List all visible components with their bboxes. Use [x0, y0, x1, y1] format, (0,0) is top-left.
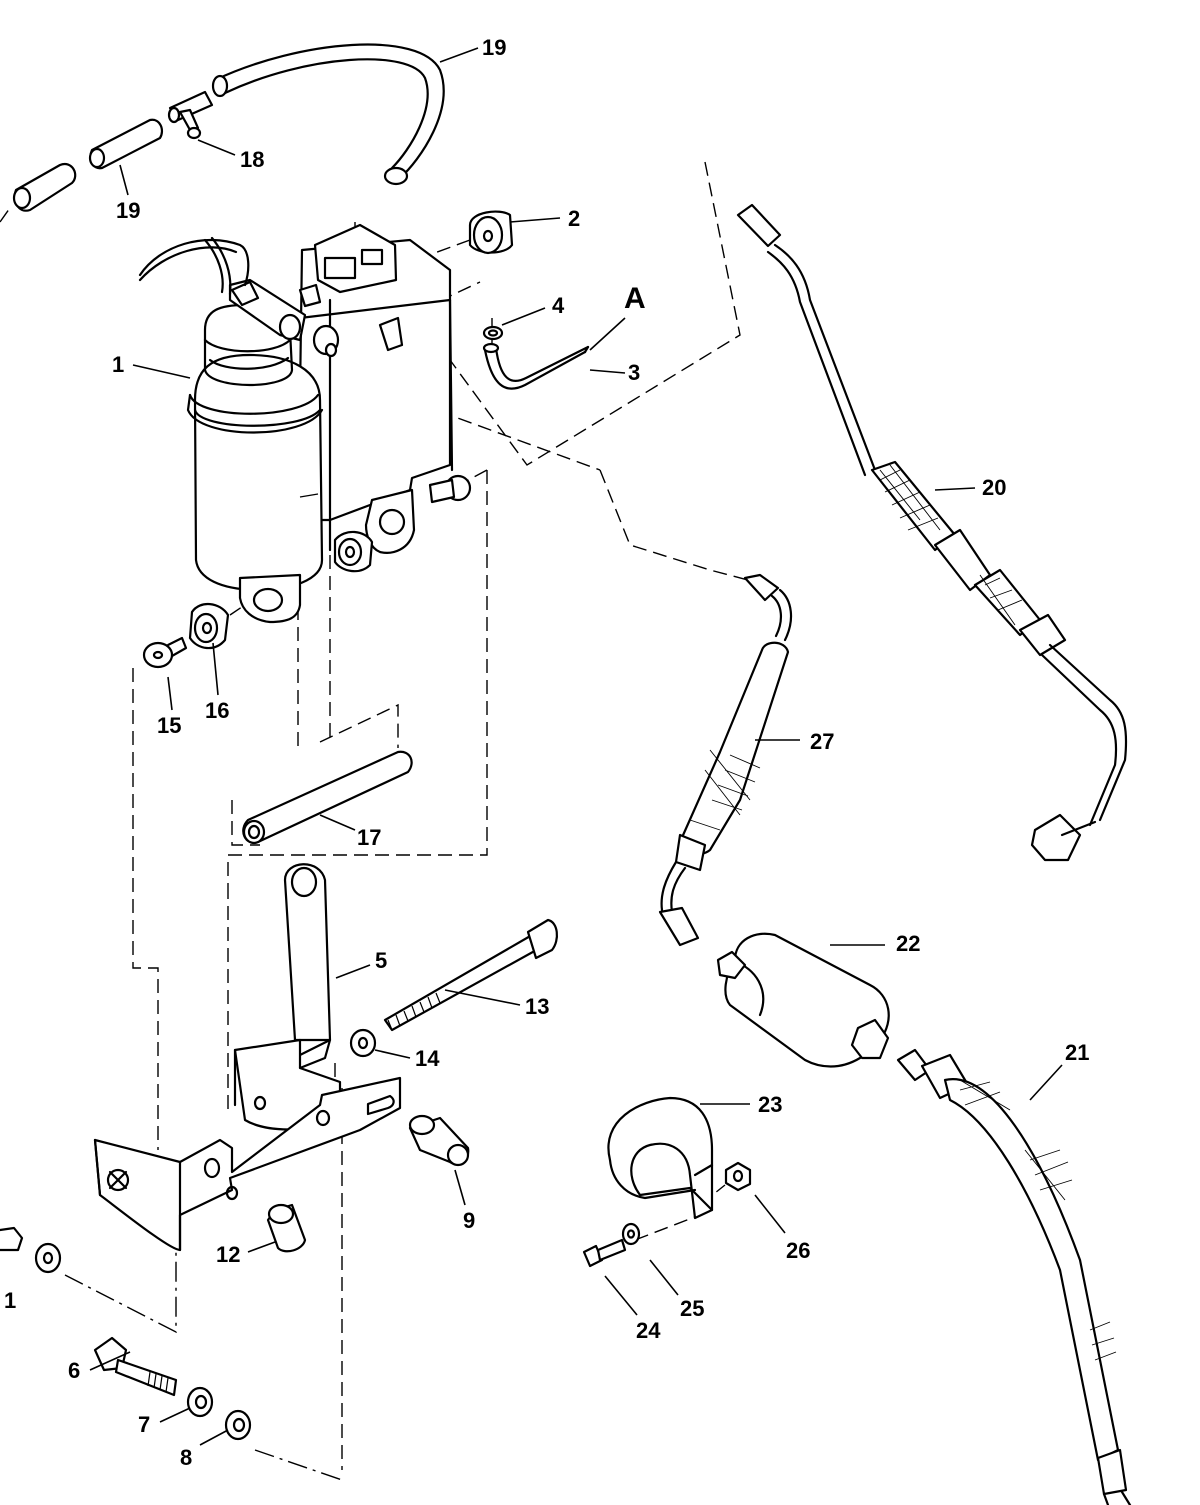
fuel-line-part-27	[658, 573, 793, 947]
grommet-near-box	[333, 530, 374, 573]
callout-1-lower-left: 1	[4, 1288, 16, 1313]
grommet-part-16	[188, 603, 230, 650]
fuel-cooling-module	[138, 223, 454, 624]
washer-bolt-near-box	[428, 474, 472, 504]
hose-part-19-lower	[12, 118, 164, 212]
washer-part-14	[349, 1028, 377, 1058]
callout-20: 20	[982, 475, 1006, 500]
callout-4: 4	[552, 293, 565, 318]
callout-25: 25	[680, 1296, 704, 1321]
callout-21: 21	[1065, 1040, 1089, 1065]
callout-8: 8	[180, 1445, 192, 1470]
callout-19-left: 19	[116, 198, 140, 223]
screw-part-24	[582, 1238, 627, 1268]
callout-19-top: 19	[482, 35, 506, 60]
callout-26: 26	[786, 1238, 810, 1263]
spacer-part-9	[408, 1114, 470, 1167]
callout-5: 5	[375, 948, 387, 973]
fuel-filter-part-22	[716, 932, 890, 1068]
callout-6: 6	[68, 1358, 80, 1383]
mounting-plate	[93, 1076, 402, 1252]
nut-part-26	[724, 1161, 752, 1192]
washer-part-8	[224, 1409, 252, 1441]
callout-1: 1	[112, 352, 124, 377]
bolt-part-6	[93, 1336, 178, 1397]
fuel-line-part-20	[736, 203, 1128, 862]
spacer-part-12	[266, 1203, 307, 1253]
callout-23: 23	[758, 1092, 782, 1117]
clamp-part-23	[607, 1096, 714, 1220]
bolt-part-15	[142, 636, 188, 669]
callout-27: 27	[810, 729, 834, 754]
clip-part-4	[482, 325, 504, 341]
callout-7: 7	[138, 1412, 150, 1437]
callout-15: 15	[157, 713, 181, 738]
hose-part-19-upper	[211, 43, 445, 186]
washer-left	[0, 1226, 62, 1274]
callout-3: 3	[628, 360, 640, 385]
detail-marker-a: A	[624, 282, 646, 315]
lockwasher-part-7	[186, 1386, 214, 1418]
bolt-part-13	[383, 918, 558, 1032]
leader-lines	[89, 47, 1063, 1446]
callout-17: 17	[357, 825, 381, 850]
callout-13: 13	[525, 994, 549, 1019]
callout-22: 22	[896, 931, 920, 956]
bracket-part-5	[233, 863, 342, 1131]
callout-9: 9	[463, 1208, 475, 1233]
callout-labels: 1 1 2 3 4 5 6 7 8 9 12 13 14 15 16 17 18…	[4, 35, 1089, 1470]
spacer-tube-part-17	[242, 750, 413, 845]
tee-fitting-part-18	[167, 90, 214, 140]
callout-2: 2	[568, 206, 580, 231]
callout-18: 18	[240, 147, 264, 172]
callout-12: 12	[216, 1242, 240, 1267]
callout-24: 24	[636, 1318, 661, 1343]
washer-part-25	[621, 1222, 641, 1246]
hose-part-3	[482, 342, 590, 390]
callout-16: 16	[205, 698, 229, 723]
callout-14: 14	[415, 1046, 440, 1071]
grommet-part-2	[468, 210, 514, 255]
fuel-line-part-21	[896, 1048, 1132, 1505]
